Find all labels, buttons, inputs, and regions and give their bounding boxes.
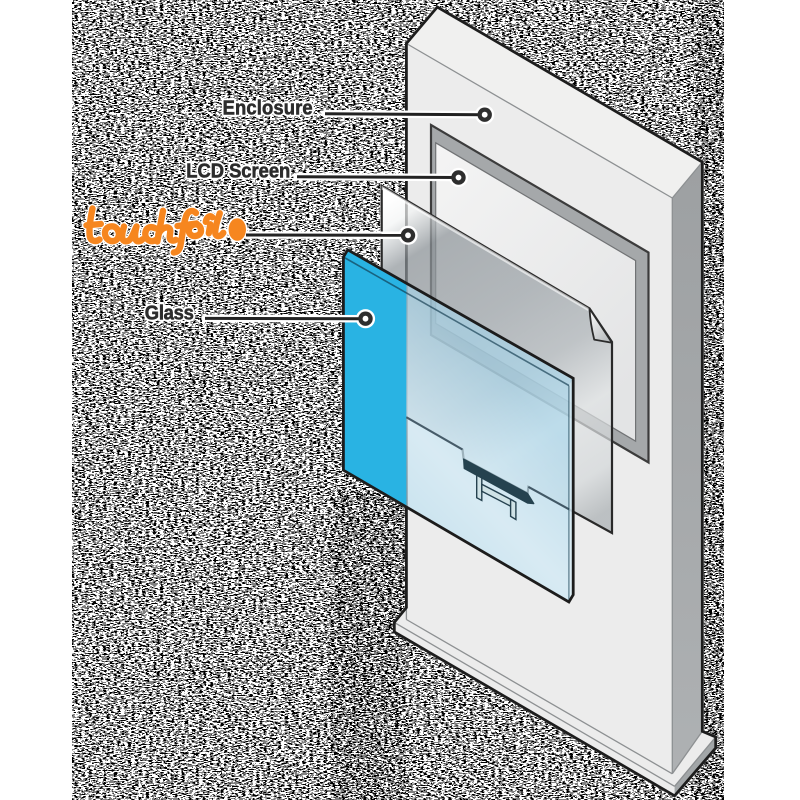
svg-text:Enclosure: Enclosure (223, 98, 313, 120)
svg-text:LCD Screen: LCD Screen (186, 161, 290, 183)
svg-text:Enclosure: Enclosure (223, 98, 313, 120)
svg-text:LCD Screen: LCD Screen (186, 161, 290, 183)
svg-text:Glass: Glass (145, 303, 194, 325)
svg-text:Glass: Glass (145, 303, 194, 325)
